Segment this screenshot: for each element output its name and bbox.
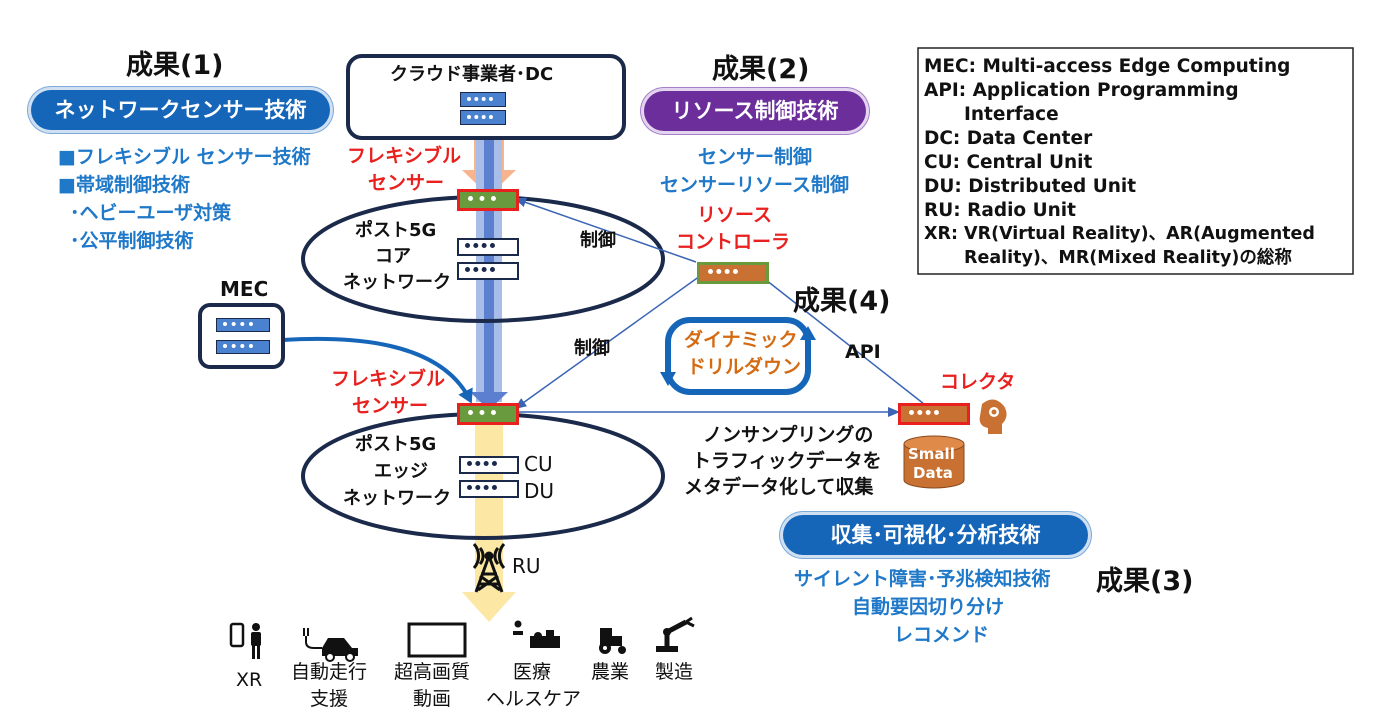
legend-line: DU: Distributed Unit [924, 176, 1137, 197]
flex-sensor-top-label: フレキシブル [347, 145, 462, 167]
r1-item: ･ヘビーユーザ対策 [70, 202, 232, 224]
r2-item: センサー制御 [698, 146, 813, 168]
small-data-label: Small [908, 445, 955, 463]
resource-controller-device [697, 262, 769, 284]
small-data-label: Data [913, 464, 953, 482]
app-label-xr: XR [236, 669, 263, 691]
app-label-medical: ヘルスケア [486, 688, 582, 710]
app-label-video: 動画 [413, 688, 452, 710]
tractor-icon [599, 628, 626, 654]
r3-item: サイレント障害･予兆検知技術 [794, 568, 1051, 590]
legend-box [917, 47, 1354, 275]
core-router-icon [457, 238, 519, 256]
mec-server-icon [216, 340, 270, 354]
nonsampling-text: ノンサンプリングの [703, 424, 874, 446]
server-icon [460, 110, 506, 125]
result-4-title: 成果(4) [793, 286, 891, 317]
r2-item: センサーリソース制御 [660, 174, 850, 196]
server-icon [460, 92, 506, 107]
legend-line: RU: Radio Unit [924, 200, 1076, 221]
mec-label: MEC [220, 277, 269, 301]
edge-network-label: ネットワーク [343, 488, 451, 509]
collection-analysis-tech-badge: 収集･可視化･分析技術 [783, 515, 1088, 555]
legend: MEC: Multi-access Edge Computing API: Ap… [918, 48, 1353, 274]
result-1-title: 成果(1) [126, 50, 224, 81]
core-network-label: ポスト5G [355, 220, 437, 241]
flexible-sensor-device [457, 403, 519, 425]
legend-line: Interface [964, 104, 1059, 125]
flex-sensor-bottom-label: フレキシブル [331, 368, 446, 390]
flex-sensor-top-label: センサー [368, 172, 445, 194]
drilldown-loop [660, 317, 816, 395]
result-2-title: 成果(2) [712, 54, 810, 85]
ev-car-icon [303, 628, 358, 662]
edge-network-label: ポスト5G [355, 434, 437, 455]
resource-controller-label: コントローラ [676, 231, 791, 253]
dynamic-drilldown-label: ドリルダウン [687, 356, 802, 378]
api-label: API [845, 341, 881, 363]
brain-gear-icon [979, 399, 1007, 434]
resource-controller-label: リソース [697, 204, 773, 226]
control-label-bottom: 制御 [574, 338, 610, 359]
ru-label: RU [512, 554, 541, 578]
r1-item: ･公平制御技術 [70, 230, 194, 252]
legend-line: MEC: Multi-access Edge Computing [924, 56, 1291, 77]
downlink-flow [462, 420, 516, 622]
medical-bed-icon [513, 620, 560, 648]
r3-item: レコメンド [894, 624, 990, 646]
flexible-sensor-device [457, 189, 519, 211]
r1-item: ■フレキシブル センサー技術 [58, 146, 311, 168]
control-line-top [514, 197, 697, 263]
core-network-label: コア [375, 246, 411, 267]
small-data-cylinder [903, 435, 965, 489]
antenna-tower-icon [472, 543, 506, 593]
dynamic-drilldown-label: ダイナミック [684, 329, 798, 351]
nonsampling-text: トラフィックデータを [692, 450, 882, 472]
r3-item: 自動要因切り分け [852, 596, 1005, 618]
legend-line: API: Application Programming [924, 80, 1239, 101]
result-3-title: 成果(3) [1096, 566, 1194, 597]
legend-line: DC: Data Center [924, 128, 1093, 149]
collector-device [898, 403, 970, 425]
mec-link-arrow [282, 336, 473, 404]
app-label-medical: 医療 [513, 661, 552, 683]
flex-sensor-bottom-label: センサー [352, 395, 429, 417]
app-label-agriculture: 農業 [591, 661, 630, 683]
api-line [765, 279, 925, 405]
app-label-autonomous-driving: 支援 [310, 688, 349, 710]
app-label-manufacturing: 製造 [655, 661, 694, 683]
collector-label: コレクタ [940, 371, 1016, 393]
legend-line: CU: Central Unit [924, 152, 1093, 173]
edge-network-label: エッジ [374, 461, 428, 482]
smartphone-person-icon [229, 622, 261, 659]
control-line-bottom [514, 275, 701, 410]
cu-label: CU [524, 452, 553, 476]
display-icon [407, 622, 467, 658]
mec-server-icon [216, 318, 270, 332]
legend-line: Reality)、MR(Mixed Reality)の総称 [964, 248, 1292, 268]
app-label-autonomous-driving: 自動走行 [291, 661, 368, 683]
robot-arm-icon [656, 616, 695, 652]
core-router-icon [457, 262, 519, 280]
cu-device-icon [459, 456, 519, 474]
cloud-dc-title: クラウド事業者･DC [390, 64, 554, 85]
legend-line: XR: VR(Virtual Reality)、AR(Augmented [924, 224, 1315, 244]
mec-box [198, 303, 285, 369]
resource-control-tech-badge: リソース制御技術 [644, 91, 866, 131]
core-network-label: ネットワーク [343, 272, 451, 293]
du-label: DU [524, 479, 555, 503]
network-sensor-tech-badge: ネットワークセンサー技術 [31, 90, 330, 130]
nonsampling-text: メタデータ化して収集 [684, 476, 874, 498]
r1-item: ■帯域制御技術 [58, 174, 190, 196]
control-label-top: 制御 [580, 230, 616, 251]
du-device-icon [459, 480, 519, 498]
app-label-video: 超高画質 [394, 661, 471, 683]
